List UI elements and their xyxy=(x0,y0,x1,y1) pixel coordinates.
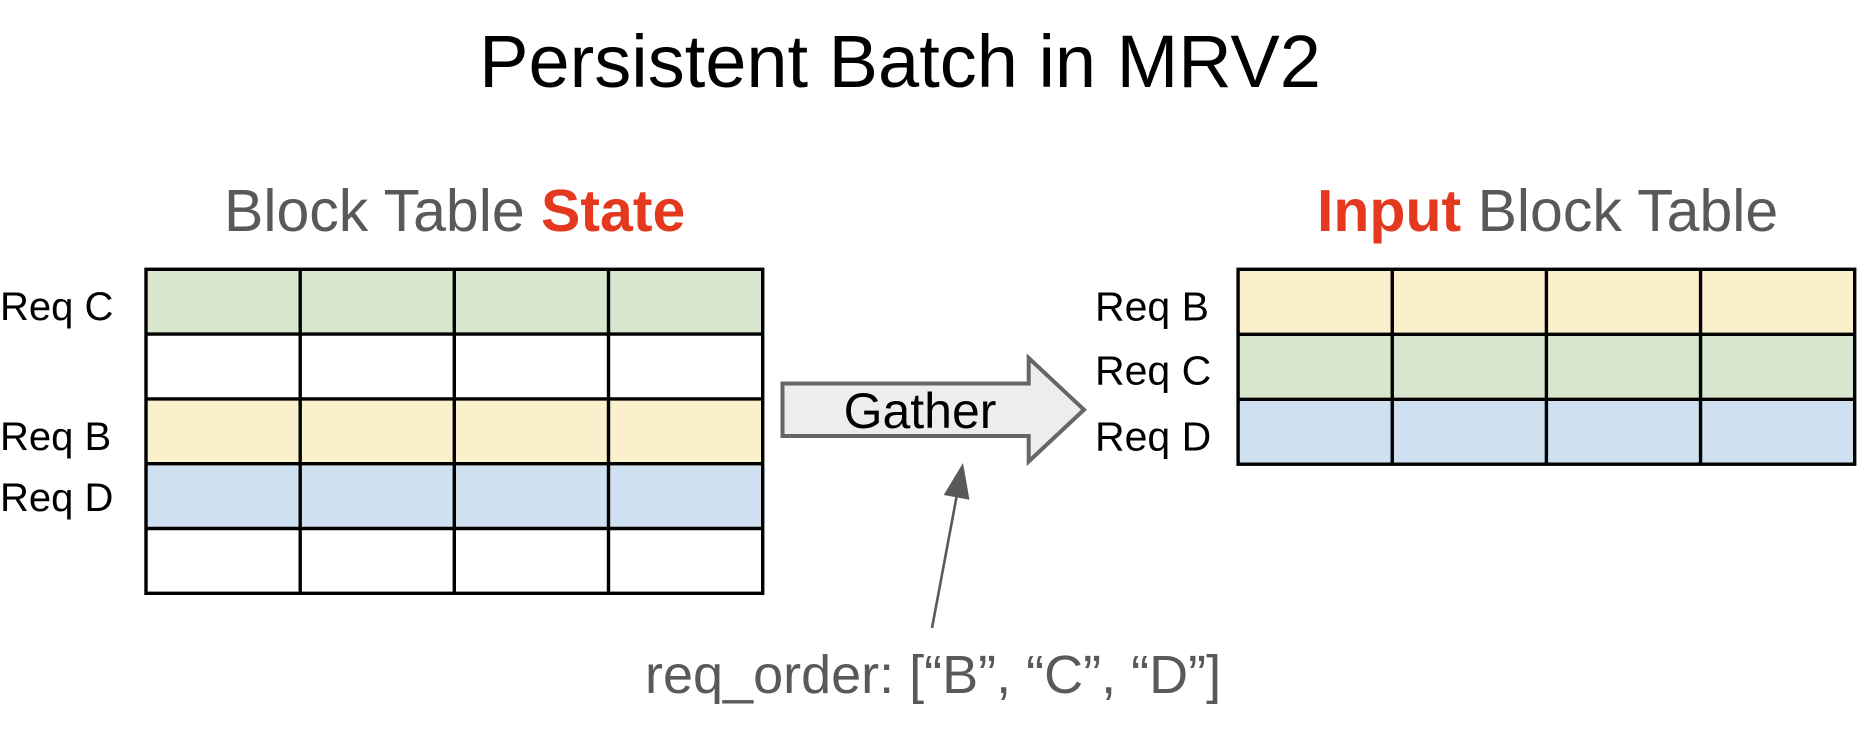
svg-text:Persistent Batch in MRV2: Persistent Batch in MRV2 xyxy=(479,20,1321,103)
svg-text:Req B: Req B xyxy=(0,415,111,459)
svg-text:Req D: Req D xyxy=(1095,414,1211,460)
svg-text:Gather: Gather xyxy=(844,383,997,439)
svg-text:Input Block Table: Input Block Table xyxy=(1317,178,1778,244)
svg-text:req_order: [“B”, “C”, “D”]: req_order: [“B”, “C”, “D”] xyxy=(645,645,1221,705)
svg-text:Req C: Req C xyxy=(1095,348,1211,394)
svg-text:Req D: Req D xyxy=(0,476,113,520)
svg-text:Req B: Req B xyxy=(1095,283,1209,329)
svg-text:Block Table State: Block Table State xyxy=(224,178,685,244)
svg-text:Req C: Req C xyxy=(0,285,113,329)
